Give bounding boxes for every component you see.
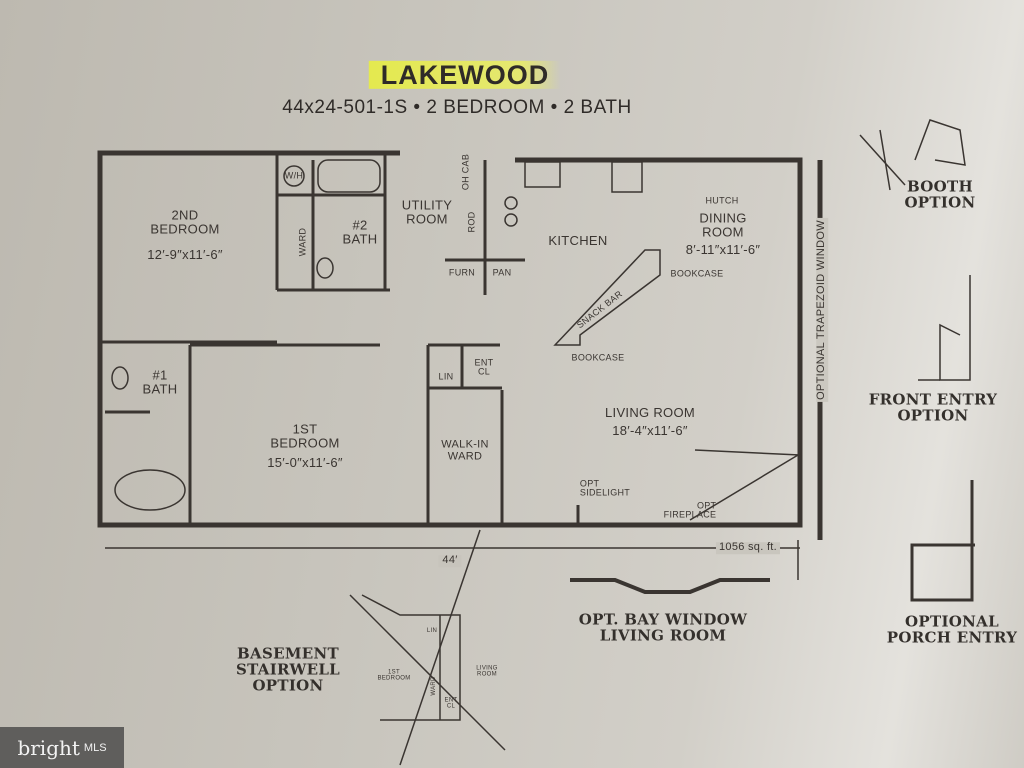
booth-option-label: BOOTH OPTION — [904, 177, 976, 211]
room-kitchen: KITCHEN — [548, 233, 608, 249]
linen-closet-label: LIN — [438, 371, 454, 382]
walk-in-ward-label: WALK-IN WARD — [441, 438, 489, 462]
stair-entcl-label: ENT CL — [444, 697, 458, 710]
stair-lin-label: LIN — [426, 627, 438, 634]
bay-window-option-label: OPT. BAY WINDOW LIVING ROOM — [578, 610, 748, 644]
ward-label: WARD — [297, 227, 308, 257]
room-dining-size: 8′-11″x11′-6″ — [685, 242, 761, 258]
porch-entry-option-label: OPTIONAL PORCH ENTRY — [886, 612, 1018, 646]
logo-suffix: MLS — [83, 741, 107, 754]
room-1st-bedroom: 1ST BEDROOM — [270, 421, 340, 450]
room-living: LIVING ROOM — [605, 405, 695, 421]
plan-subtitle: 44x24-501-1S • 2 BEDROOM • 2 BATH — [282, 97, 632, 119]
oh-cab-label: OH CAB — [460, 153, 471, 191]
bright-mls-logo: bright MLS — [0, 727, 124, 768]
hutch-label: HUTCH — [705, 195, 739, 206]
exterior-walls — [97, 150, 803, 528]
stair-bedroom-label: 1ST BEDROOM — [377, 669, 411, 682]
length-dimension: 44′ — [438, 555, 462, 567]
logo-brand: bright — [17, 735, 80, 760]
room-bath-1: #1 BATH — [142, 367, 178, 396]
bookcase-label: BOOKCASE — [670, 268, 724, 279]
entry-closet-label: ENT CL — [474, 357, 494, 377]
opt-sidelight-label: OPT SIDELIGHT — [579, 478, 631, 498]
room-2nd-bedroom: 2ND BEDROOM — [150, 207, 220, 236]
trapezoid-window-label: OPTIONAL TRAPEZOID WINDOW — [815, 218, 828, 402]
room-living-size: 18′-4″x11′-6″ — [612, 423, 688, 439]
fixtures — [105, 119, 975, 766]
room-dining: DINING ROOM — [699, 210, 747, 239]
pantry-label: PAN — [492, 267, 512, 278]
stair-ward-label: WARD — [430, 676, 437, 696]
room-2nd-bedroom-size: 12′-9″x11′-6″ — [147, 247, 223, 263]
room-bath-2: #2 BATH — [342, 217, 378, 246]
plan-title: LAKEWOOD — [368, 60, 562, 89]
room-utility: UTILITY ROOM — [401, 197, 453, 226]
stair-living-label: LIVING ROOM — [476, 665, 498, 678]
furnace-label: FURN — [448, 267, 476, 278]
room-1st-bedroom-size: 15′-0″x11′-6″ — [267, 455, 343, 471]
front-entry-option-label: FRONT ENTRY OPTION — [868, 390, 998, 424]
square-footage: 1056 sq. ft. — [715, 542, 781, 554]
bookcase-label: BOOKCASE — [571, 352, 625, 363]
opt-fireplace-label: OPT FIREPLACE — [663, 500, 717, 520]
water-heater-label: W/H — [284, 170, 304, 181]
basement-stairwell-option-label: BASEMENT STAIRWELL OPTION — [235, 644, 341, 694]
rod-label: ROD — [466, 211, 477, 233]
